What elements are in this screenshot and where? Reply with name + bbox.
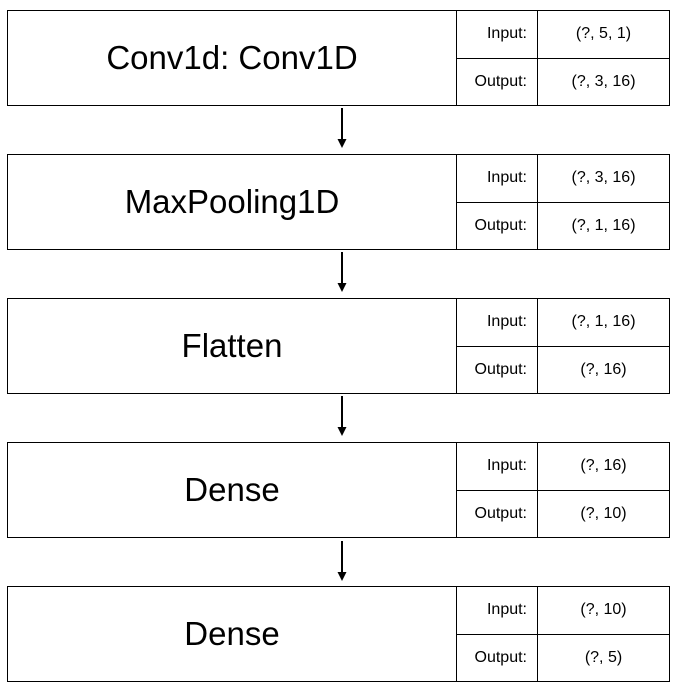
output-label: Output: (457, 58, 538, 105)
io-table: Input: (?, 1, 16) Output: (?, 16) (457, 299, 669, 393)
layer-name: Dense (8, 443, 457, 537)
output-shape: (?, 3, 16) (571, 72, 636, 90)
input-label: Input: (457, 11, 538, 58)
output-shape: (?, 10) (580, 504, 627, 522)
output-shape: (?, 1, 16) (571, 216, 636, 234)
layer-name: Dense (8, 587, 457, 681)
output-label: Output: (457, 202, 538, 249)
input-shape: (?, 1, 16) (571, 313, 636, 331)
output-shape: (?, 5) (584, 648, 623, 666)
output-row: Output: (?, 3, 16) (457, 57, 669, 105)
input-row: Input: (?, 10) (457, 587, 669, 634)
input-row: Input: (?, 3, 16) (457, 155, 669, 202)
layer-name: Flatten (8, 299, 457, 393)
input-row: Input: (?, 1, 16) (457, 299, 669, 346)
flow-arrow-icon (337, 108, 347, 148)
layer-name: Conv1d: Conv1D (8, 11, 457, 105)
output-row: Output: (?, 16) (457, 345, 669, 393)
layer-box-dense: Dense Input: (?, 10) Output: (?, 5) (7, 586, 670, 682)
layer-box-flatten: Flatten Input: (?, 1, 16) Output: (?, 16… (7, 298, 670, 394)
flow-arrow-icon (337, 252, 347, 292)
output-label: Output: (457, 490, 538, 537)
input-shape: (?, 3, 16) (571, 169, 636, 187)
output-row: Output: (?, 1, 16) (457, 201, 669, 249)
layer-box-conv1d: Conv1d: Conv1D Input: (?, 5, 1) Output: … (7, 10, 670, 106)
io-table: Input: (?, 16) Output: (?, 10) (457, 443, 669, 537)
io-table: Input: (?, 10) Output: (?, 5) (457, 587, 669, 681)
output-label: Output: (457, 346, 538, 393)
layer-name: MaxPooling1D (8, 155, 457, 249)
input-label: Input: (457, 587, 538, 634)
input-shape: (?, 10) (580, 601, 627, 619)
output-row: Output: (?, 5) (457, 633, 669, 681)
layer-box-dense: Dense Input: (?, 16) Output: (?, 10) (7, 442, 670, 538)
output-row: Output: (?, 10) (457, 489, 669, 537)
flow-arrow-icon (337, 396, 347, 436)
input-shape: (?, 5, 1) (575, 25, 632, 43)
input-row: Input: (?, 5, 1) (457, 11, 669, 58)
flow-arrow-icon (337, 541, 347, 581)
io-table: Input: (?, 3, 16) Output: (?, 1, 16) (457, 155, 669, 249)
output-label: Output: (457, 634, 538, 681)
input-shape: (?, 16) (580, 457, 627, 475)
layer-box-maxpooling1d: MaxPooling1D Input: (?, 3, 16) Output: (… (7, 154, 670, 250)
input-row: Input: (?, 16) (457, 443, 669, 490)
io-table: Input: (?, 5, 1) Output: (?, 3, 16) (457, 11, 669, 105)
input-label: Input: (457, 155, 538, 202)
input-label: Input: (457, 443, 538, 490)
output-shape: (?, 16) (580, 360, 627, 378)
input-label: Input: (457, 299, 538, 346)
